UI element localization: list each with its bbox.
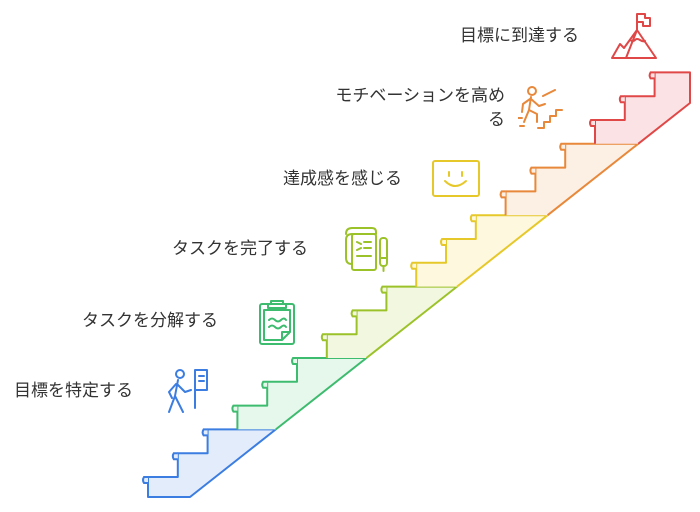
- stair-segment-fill: [416, 215, 548, 287]
- stair-nosing: [380, 285, 387, 294]
- stair-nosing: [440, 238, 446, 246]
- stair-segment-fill: [237, 358, 367, 430]
- stair-nosing: [142, 476, 148, 484]
- stair-nosing: [618, 95, 625, 104]
- stair-nosing: [499, 190, 506, 199]
- stair-segment-fill: [505, 143, 639, 216]
- stair-nosing: [469, 214, 476, 223]
- stair-nosing: [529, 166, 536, 175]
- step-label-complete-tasks: タスクを完了する: [172, 239, 308, 259]
- smiley-icon: [432, 160, 480, 197]
- stair-nosing: [410, 261, 417, 270]
- stair-nosing: [171, 452, 178, 461]
- step-label-reach-goal: 目標に到達する: [460, 26, 579, 46]
- stair-segment-outline: [147, 428, 277, 498]
- step-label-boost-motivation: モチベーションを高め る: [335, 84, 505, 132]
- stair-nosing: [648, 71, 655, 80]
- stair-nosing: [559, 142, 566, 151]
- stair-nosing: [320, 333, 327, 342]
- stair-nosing: [589, 119, 595, 127]
- stair-nosing: [201, 428, 208, 437]
- stair-nosing: [231, 404, 238, 413]
- mountain-flag-icon: [611, 13, 657, 59]
- stair-segment-fill: [148, 429, 276, 497]
- stair-nosing: [261, 380, 268, 389]
- hiker-flag-icon: [168, 369, 208, 413]
- stair-segment-fill: [326, 286, 457, 358]
- clipboard-icon: [259, 300, 295, 345]
- step-label-break-down-tasks: タスクを分解する: [82, 311, 218, 331]
- label-line-1: モチベーションを高め: [335, 86, 505, 106]
- stair-nosing: [350, 309, 357, 318]
- stair-nosing: [291, 357, 297, 365]
- step-label-feel-achievement: 達成感を感じる: [283, 169, 402, 189]
- step-label-identify-goal: 目標を特定する: [14, 381, 133, 401]
- stair-segment-outline: [594, 71, 691, 145]
- label-line-2: る: [488, 110, 505, 130]
- stair-segment-fill: [595, 72, 690, 144]
- runner-stairs-icon: [518, 86, 563, 129]
- scroll-pen-icon: [345, 227, 388, 272]
